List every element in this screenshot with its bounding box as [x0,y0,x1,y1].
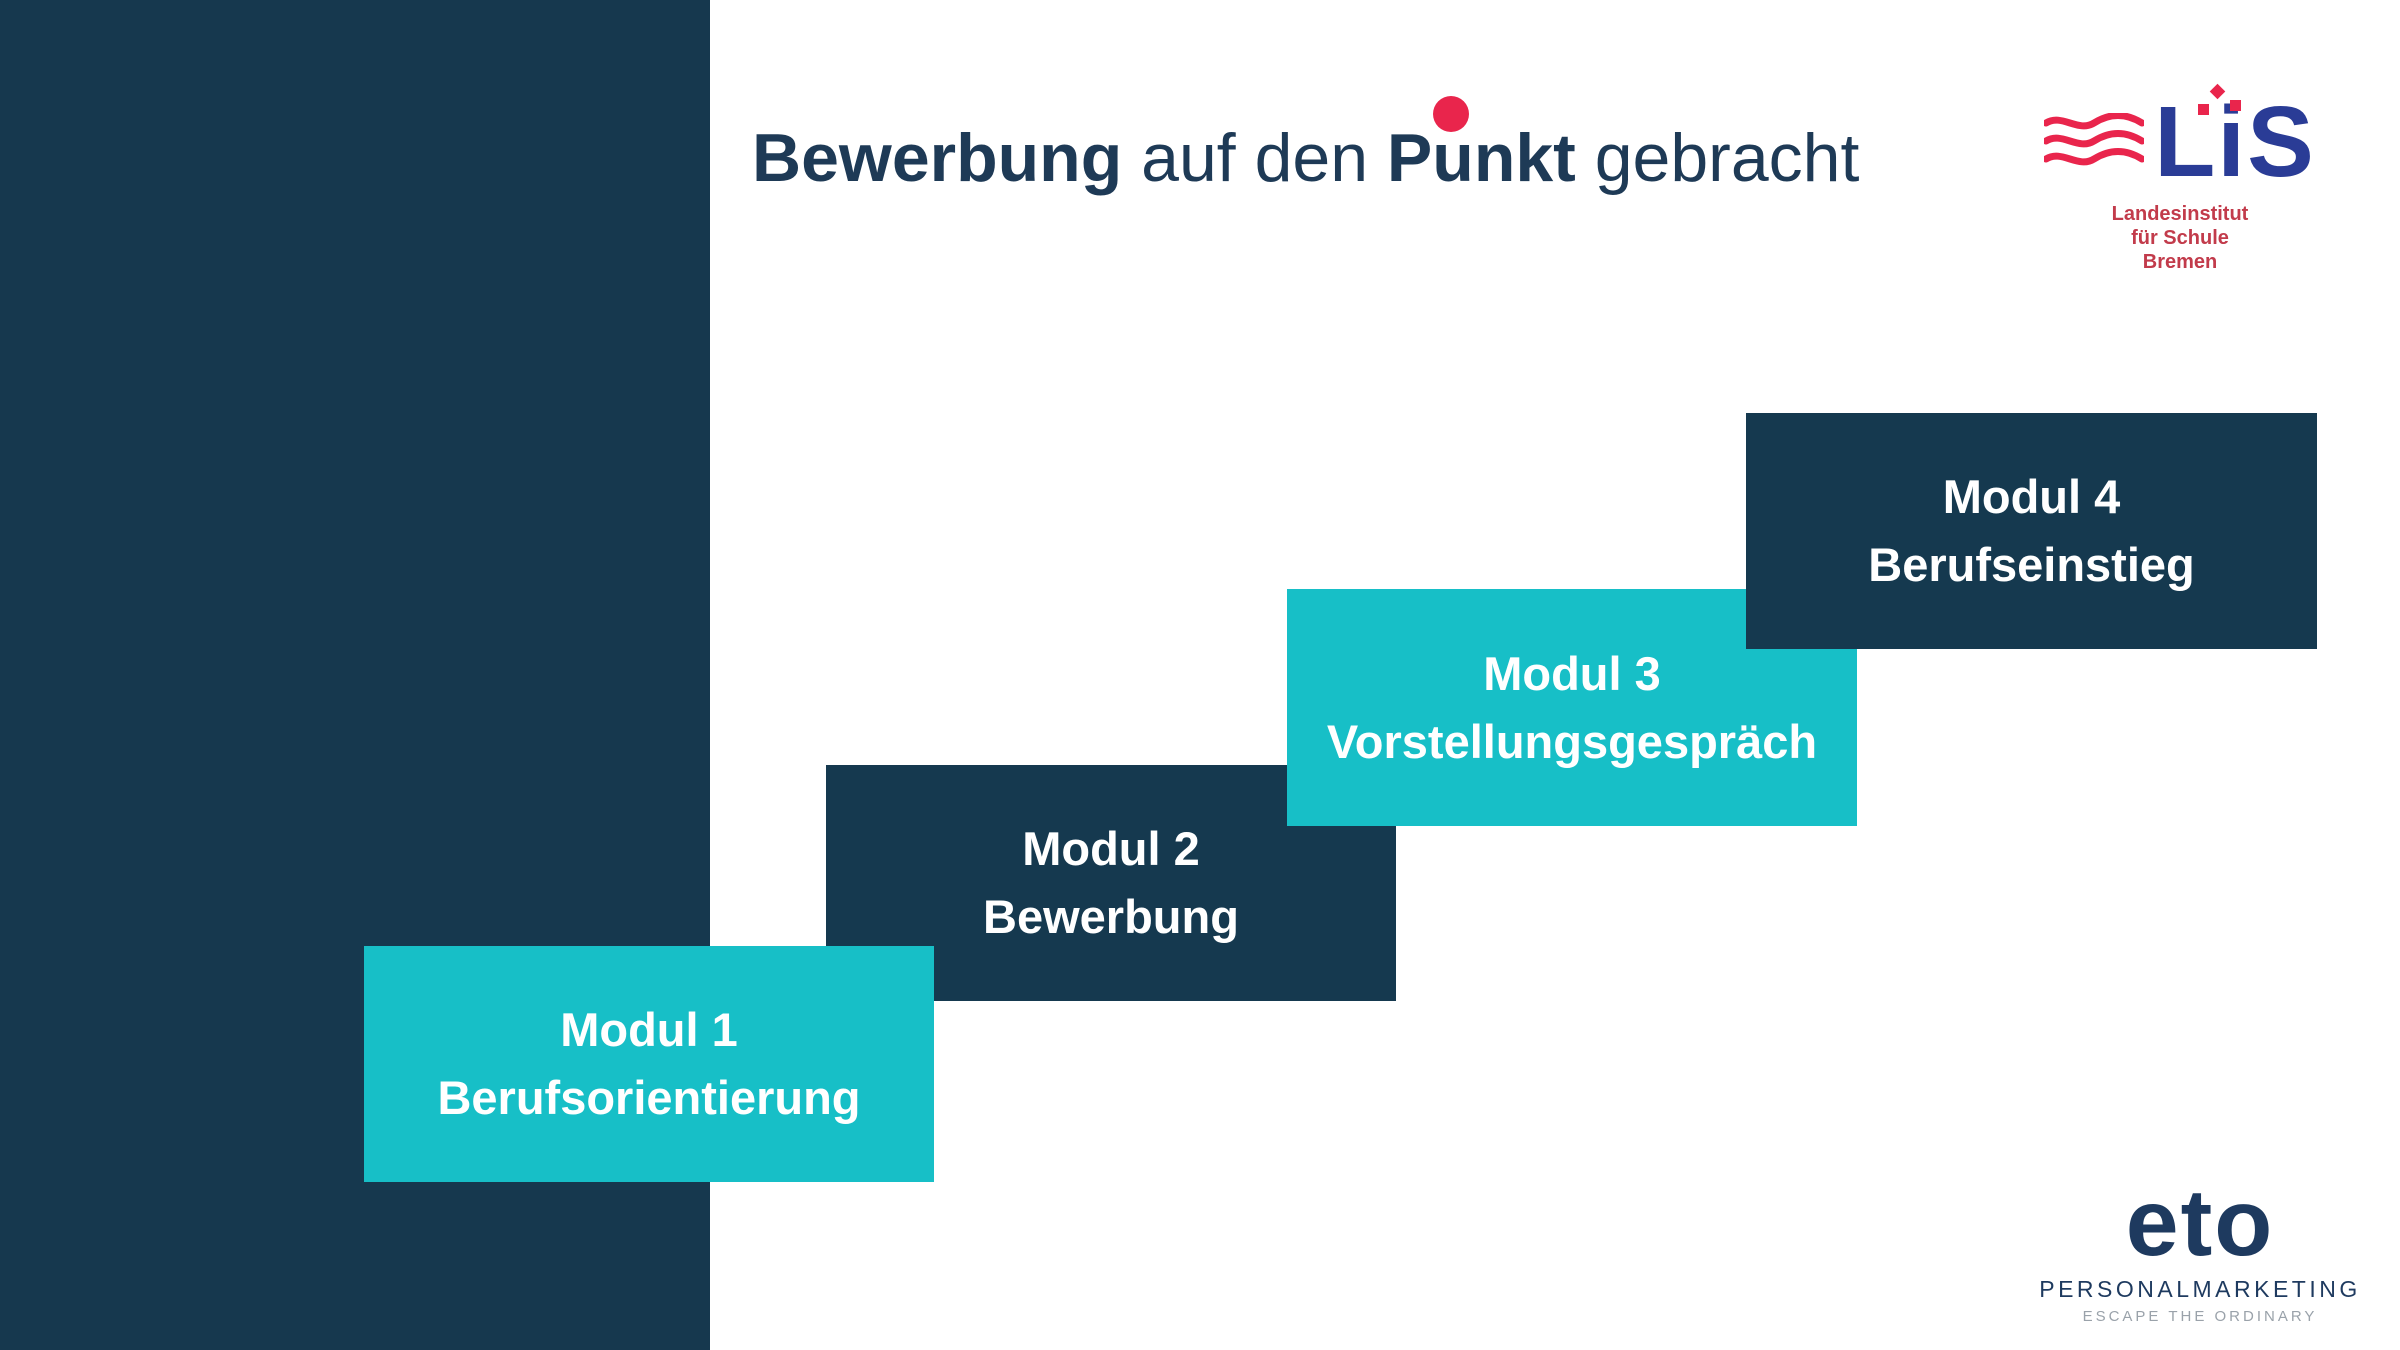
module-1-box: Modul 1 Berufsorientierung [364,946,934,1182]
module-2-title: Modul 2 [1022,822,1200,875]
module-1-title: Modul 1 [560,1003,738,1056]
lis-logo-top: LiS [2020,83,2340,192]
lis-caption-line-3: Bremen [2142,251,2218,273]
title-words-auf-den: auf den [1122,120,1387,196]
module-1-subtitle: Berufsorientierung [437,1071,861,1124]
slide-title: Bewerbung auf den Punkt gebracht [752,96,1860,200]
lis-logo: LiS Landesinstitut für Schule Bremen [2020,83,2340,274]
eto-wordmark: eto [2125,1170,2275,1276]
module-2-subtitle: Bewerbung [983,890,1239,943]
title-word-punkt-text: Punkt [1386,120,1576,196]
eto-logo: eto PERSONALMARKETING ESCAPE THE ORDINAR… [2010,1170,2390,1326]
red-dot-accent-icon [1432,96,1469,132]
lis-caption-line-1: Landesinstitut [2111,203,2249,225]
lis-wordmark: LiS [2154,83,2316,192]
lis-pixel-icon [2198,104,2210,115]
module-3-box: Modul 3 Vorstellungsgespräch [1287,589,1857,826]
lis-waves-icon [2044,113,2145,166]
title-word-gebracht: gebracht [1575,120,1860,196]
lis-caption-line-2: für Schule [2131,227,2229,249]
module-4-box: Modul 4 Berufseinstieg [1746,413,2317,649]
module-3-title: Modul 3 [1483,646,1661,700]
module-4-subtitle: Berufseinstieg [1868,538,2195,591]
title-word-bewerbung: Bewerbung [752,120,1123,196]
title-word-punkt: Punkt [1386,96,1576,200]
module-4-title: Modul 4 [1942,470,2121,523]
lis-logo-caption: Landesinstitut für Schule Bremen [2020,202,2340,274]
eto-caption-tagline: ESCAPE THE ORDINARY [2082,1308,2318,1326]
lis-pixel-icon [2230,100,2242,111]
module-3-subtitle: Vorstellungsgespräch [1326,714,1818,768]
eto-caption-personalmarketing: PERSONALMARKETING [2039,1276,2361,1303]
